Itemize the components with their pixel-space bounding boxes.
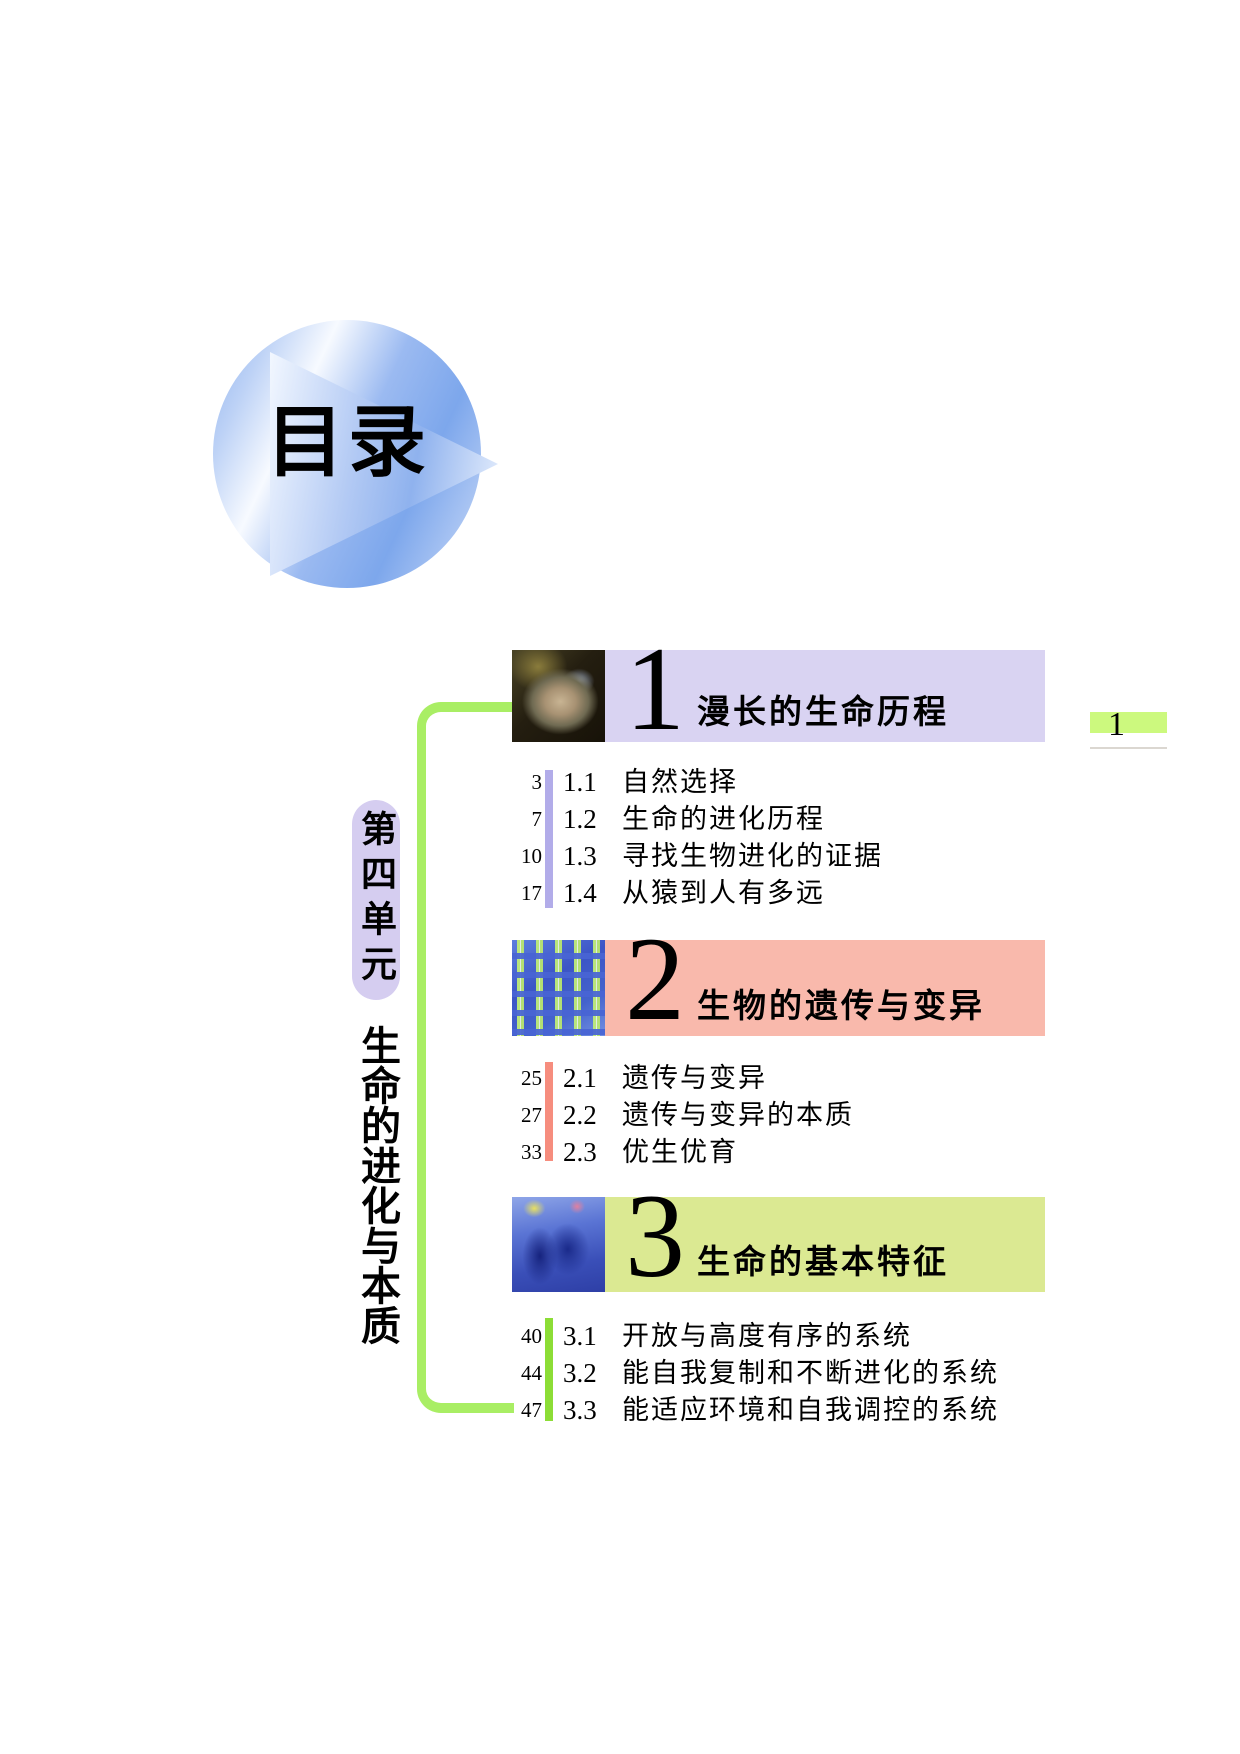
chapter-1-banner: 1 漫长的生命历程 <box>512 629 1045 749</box>
chapter-1-section-bar <box>545 770 553 908</box>
entry-section-number: 3.2 <box>563 1358 597 1388</box>
chapter-2-section-bar <box>545 1062 553 1161</box>
entry-page-number: 3 <box>531 770 543 794</box>
toc-entry: 17 1.4 从猿到人有多远 <box>470 875 930 912</box>
chapter-3-title: 生命的基本特征 <box>697 1245 949 1281</box>
entry-section-number: 3.3 <box>563 1395 597 1425</box>
toc-entry: 40 3.1 开放与高度有序的系统 <box>470 1318 930 1355</box>
entry-section-number: 1.4 <box>563 878 597 908</box>
chapter-3-number: 3 <box>625 1169 685 1302</box>
entry-section-title: 寻找生物进化的证据 <box>622 841 883 871</box>
chapter-3-thumbnail-robot-photo <box>512 1197 605 1292</box>
toc-entry: 33 2.3 优生优育 <box>470 1134 930 1171</box>
entry-section-title: 优生优育 <box>622 1137 738 1167</box>
entry-section-number: 3.1 <box>563 1321 597 1351</box>
toc-entry: 3 1.1 自然选择 <box>470 764 930 801</box>
toc-entry: 47 3.3 能适应环境和自我调控的系统 <box>470 1392 997 1429</box>
entry-page-number: 25 <box>521 1066 542 1090</box>
entry-section-title: 生命的进化历程 <box>622 804 825 834</box>
toc-entry: 10 1.3 寻找生物进化的证据 <box>470 838 930 875</box>
toc-entry: 7 1.2 生命的进化历程 <box>470 801 930 838</box>
toc-title: 目录 <box>266 399 431 486</box>
chapter-1-number: 1 <box>625 622 685 755</box>
entry-section-title: 遗传与变异的本质 <box>622 1100 854 1130</box>
entry-section-title: 能适应环境和自我调控的系统 <box>622 1395 999 1425</box>
unit-title: 生命的进化与本质 <box>355 1025 399 1345</box>
entry-section-number: 2.3 <box>563 1137 597 1167</box>
chapter-3-banner: 3 生命的基本特征 <box>512 1176 1045 1296</box>
entry-section-number: 1.3 <box>563 841 597 871</box>
entry-section-number: 1.2 <box>563 804 597 834</box>
entry-section-title: 能自我复制和不断进化的系统 <box>622 1358 999 1388</box>
entry-section-title: 自然选择 <box>622 767 738 797</box>
page-number: 1 <box>1108 706 1125 743</box>
chapter-2-number: 2 <box>625 912 685 1045</box>
chapter-1-thumbnail-fossil-photo <box>512 650 605 742</box>
toc-entry: 27 2.2 遗传与变异的本质 <box>470 1097 930 1134</box>
entry-section-number: 2.1 <box>563 1063 597 1093</box>
entry-page-number: 33 <box>521 1140 542 1164</box>
entry-page-number: 10 <box>521 844 542 868</box>
chapter-2-thumbnail-karyotype-photo <box>512 940 605 1036</box>
chapter-bracket-line <box>417 702 514 1413</box>
entry-section-title: 从猿到人有多远 <box>622 878 825 908</box>
page-edge-rule <box>1090 747 1167 749</box>
entry-page-number: 27 <box>521 1103 542 1127</box>
entry-page-number: 40 <box>521 1324 542 1348</box>
toc-entry: 44 3.2 能自我复制和不断进化的系统 <box>470 1355 997 1392</box>
entry-section-title: 开放与高度有序的系统 <box>622 1321 912 1351</box>
entry-page-number: 7 <box>531 807 543 831</box>
page-number-tab <box>1090 712 1167 733</box>
entry-page-number: 44 <box>521 1361 542 1385</box>
toc-entry: 25 2.1 遗传与变异 <box>470 1060 930 1097</box>
chapter-2-banner: 2 生物的遗传与变异 <box>512 919 1045 1039</box>
unit-badge-label: 第四单元 <box>356 810 396 990</box>
chapter-3-section-bar <box>545 1318 553 1421</box>
entry-section-number: 1.1 <box>563 767 597 797</box>
chapter-2-title: 生物的遗传与变异 <box>697 989 985 1025</box>
entry-page-number: 47 <box>521 1398 542 1422</box>
entry-section-title: 遗传与变异 <box>622 1063 767 1093</box>
entry-section-number: 2.2 <box>563 1100 597 1130</box>
unit-badge: 第四单元 <box>352 800 400 1000</box>
entry-page-number: 17 <box>521 881 542 905</box>
chapter-1-title: 漫长的生命历程 <box>697 695 949 731</box>
